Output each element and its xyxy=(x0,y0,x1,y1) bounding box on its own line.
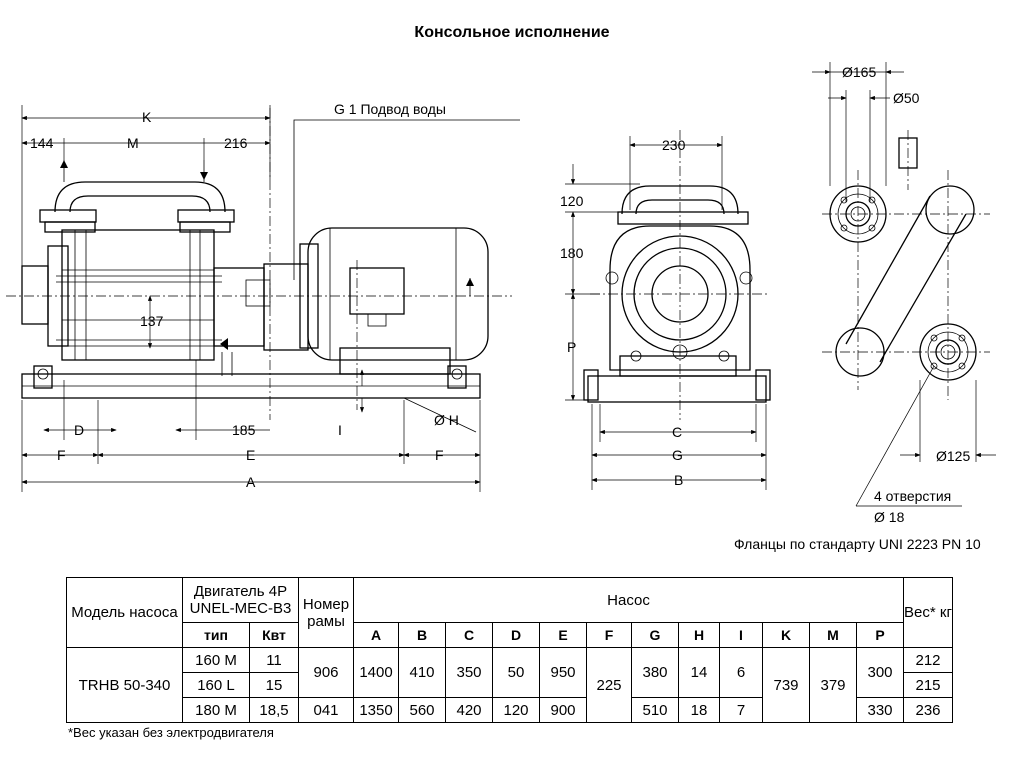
cell-P: 330 xyxy=(856,697,904,723)
cell-C: 350 xyxy=(445,647,493,698)
header-col-C: C xyxy=(445,622,493,648)
cell-weight: 236 xyxy=(903,697,953,723)
header-col-G: G xyxy=(631,622,679,648)
cell-model: TRHB 50-340 xyxy=(66,647,183,723)
label-d18: Ø 18 xyxy=(874,509,905,525)
side-view xyxy=(6,108,520,420)
header-pump: Насос xyxy=(353,577,904,623)
spec-table: Модель насоса Двигатель 4P UNEL-MEC-B3 Н… xyxy=(66,577,953,723)
cell-kw: 11 xyxy=(249,647,299,673)
cell-E: 950 xyxy=(539,647,587,698)
label-144: 144 xyxy=(30,135,54,151)
header-col-D: D xyxy=(492,622,540,648)
cell-M: 379 xyxy=(809,647,857,723)
cell-weight: 215 xyxy=(903,672,953,698)
label-185: 185 xyxy=(232,422,256,438)
label-B: B xyxy=(674,472,683,488)
footnote: *Вес указан без электродвигателя xyxy=(68,725,274,740)
header-col-B: B xyxy=(398,622,446,648)
cell-B: 410 xyxy=(398,647,446,698)
cell-G: 380 xyxy=(631,647,679,698)
header-kw: Квт xyxy=(249,622,299,648)
cell-H: 18 xyxy=(678,697,720,723)
header-frame: Номер рамы xyxy=(298,577,354,648)
front-view-labels: 230 120 180 P C G B xyxy=(560,137,686,488)
header-col-P: P xyxy=(856,622,904,648)
label-216: 216 xyxy=(224,135,248,151)
cell-F: 225 xyxy=(586,647,632,723)
cell-B: 560 xyxy=(398,697,446,723)
cell-kw: 18,5 xyxy=(249,697,299,723)
label-137: 137 xyxy=(140,313,164,329)
technical-drawing: K 144 M 216 G 1 Подвод воды 137 D 185 I … xyxy=(6,62,996,525)
cell-frame: 906 xyxy=(298,647,354,698)
cell-P: 300 xyxy=(856,647,904,698)
label-P: P xyxy=(567,339,576,355)
label-I: I xyxy=(338,422,342,438)
side-view-dimensions xyxy=(21,105,481,492)
front-view-dimensions xyxy=(565,136,767,490)
label-M: M xyxy=(127,135,139,151)
front-view xyxy=(583,130,771,420)
label-K: K xyxy=(142,109,152,125)
header-col-H: H xyxy=(678,622,720,648)
header-model: Модель насоса xyxy=(66,577,183,648)
label-d50: Ø50 xyxy=(893,90,920,106)
label-holes: 4 отверстия xyxy=(874,488,951,504)
cell-kw: 15 xyxy=(249,672,299,698)
label-d125: Ø125 xyxy=(936,448,970,464)
header-col-F: F xyxy=(586,622,632,648)
flange-view-dimensions xyxy=(812,62,996,507)
header-col-K: K xyxy=(762,622,810,648)
cell-G: 510 xyxy=(631,697,679,723)
cell-weight: 212 xyxy=(903,647,953,673)
label-D: D xyxy=(74,422,84,438)
label-180: 180 xyxy=(560,245,584,261)
label-A: A xyxy=(246,474,256,490)
label-G: G xyxy=(672,447,683,463)
page-title: Консольное исполнение xyxy=(414,24,610,41)
label-F-right: F xyxy=(435,447,444,463)
label-230: 230 xyxy=(662,137,686,153)
cell-K: 739 xyxy=(762,647,810,723)
label-120: 120 xyxy=(560,193,584,209)
label-H: Ø H xyxy=(434,412,459,428)
cell-H: 14 xyxy=(678,647,720,698)
cell-type: 180 M xyxy=(182,697,250,723)
cell-D: 50 xyxy=(492,647,540,698)
cell-I: 7 xyxy=(719,697,763,723)
cell-I: 6 xyxy=(719,647,763,698)
table-row: TRHB 50-340 160 M 11 906 1400 410 350 50… xyxy=(66,647,953,723)
cell-D: 120 xyxy=(492,697,540,723)
label-water-inlet: G 1 Подвод воды xyxy=(334,101,446,117)
flange-view-labels: Ø165 Ø50 Ø125 4 отверстия Ø 18 xyxy=(842,64,970,525)
cell-frame: 041 xyxy=(298,697,354,723)
side-view-labels: K 144 M 216 G 1 Подвод воды 137 D 185 I … xyxy=(30,101,459,490)
label-C: C xyxy=(672,424,682,440)
label-E: E xyxy=(246,447,255,463)
table-row: 160 L 15 215 xyxy=(67,672,953,698)
label-d165: Ø165 xyxy=(842,64,876,80)
cell-E: 900 xyxy=(539,697,587,723)
cell-A: 1350 xyxy=(353,697,399,723)
header-weight: Вес* кг xyxy=(903,577,953,648)
cell-type: 160 L xyxy=(182,672,250,698)
label-F-left: F xyxy=(57,447,66,463)
header-type: тип xyxy=(182,622,250,648)
header-col-E: E xyxy=(539,622,587,648)
cell-type: 160 M xyxy=(182,647,250,673)
flanges-standard-note: Фланцы по стандарту UNI 2223 PN 10 xyxy=(734,536,981,552)
header-col-I: I xyxy=(719,622,763,648)
header-col-A: A xyxy=(353,622,399,648)
table-row: 180 M 18,5 041 1350 560 420 120 900 510 … xyxy=(67,697,953,723)
header-motor: Двигатель 4P UNEL-MEC-B3 xyxy=(182,577,299,623)
cell-C: 420 xyxy=(445,697,493,723)
flange-view xyxy=(822,130,990,400)
header-col-M: M xyxy=(809,622,857,648)
cell-A: 1400 xyxy=(353,647,399,698)
